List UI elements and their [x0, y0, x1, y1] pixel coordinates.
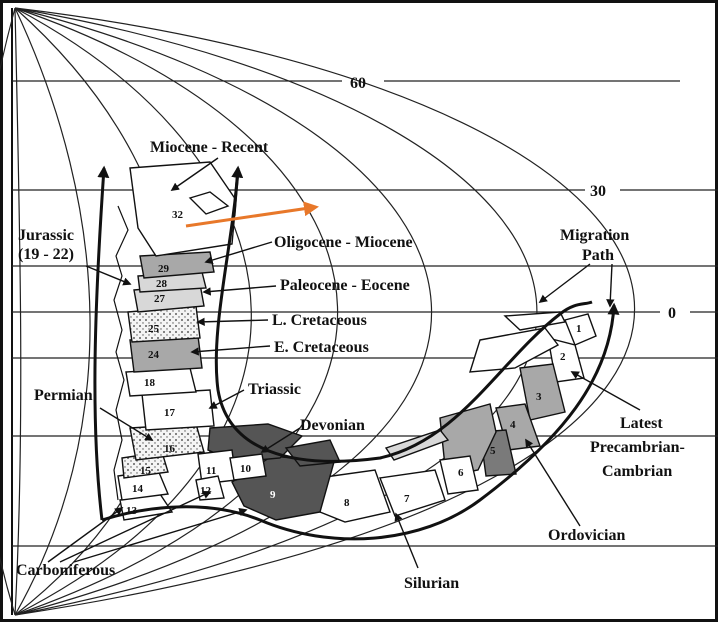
num-32: 32 — [172, 209, 184, 221]
num-28: 28 — [156, 278, 168, 290]
num-4: 4 — [510, 419, 516, 431]
label-silurian: Silurian — [404, 575, 459, 592]
num-18: 18 — [144, 377, 156, 389]
label-e-cretaceous: E. Cretaceous — [274, 339, 369, 356]
num-24: 24 — [148, 349, 160, 361]
latitude-label-30: 30 — [590, 183, 606, 200]
num-6: 6 — [458, 467, 464, 479]
label-cambrian: Cambrian — [602, 463, 672, 480]
latitude-label-0: 0 — [668, 305, 676, 322]
num-3: 3 — [536, 391, 542, 403]
num-17: 17 — [164, 407, 176, 419]
label-triassic: Triassic — [248, 381, 301, 398]
label-jurassic-range: (19 - 22) — [18, 246, 74, 263]
label-paleocene-eocene: Paleocene - Eocene — [280, 277, 410, 294]
latitude-label-60: 60 — [350, 75, 366, 92]
num-9: 9 — [270, 489, 276, 501]
num-29: 29 — [158, 263, 170, 275]
num-12: 12 — [200, 485, 212, 497]
num-2: 2 — [560, 351, 566, 363]
label-oligocene-miocene: Oligocene - Miocene — [274, 234, 413, 251]
label-l-cretaceous: L. Cretaceous — [272, 312, 367, 329]
label-permian: Permian — [34, 387, 93, 404]
num-5: 5 — [490, 445, 496, 457]
num-16: 16 — [164, 443, 176, 455]
label-ordovician: Ordovician — [548, 527, 625, 544]
num-1: 1 — [576, 323, 582, 335]
label-jurassic: Jurassic — [18, 227, 74, 244]
label-precambrian: Precambrian- — [590, 439, 685, 456]
label-miocene-recent: Miocene - Recent — [150, 139, 269, 156]
label-devonian: Devonian — [300, 417, 365, 434]
label-migration: Migration — [560, 227, 629, 244]
num-25: 25 — [148, 323, 160, 335]
num-13: 13 — [126, 505, 138, 517]
num-11: 11 — [206, 465, 216, 477]
label-path: Path — [582, 247, 614, 264]
num-8: 8 — [344, 497, 350, 509]
label-carboniferous: Carboniferous — [16, 562, 115, 579]
num-10: 10 — [240, 463, 252, 475]
num-7: 7 — [404, 493, 410, 505]
label-latest: Latest — [620, 415, 663, 432]
num-14: 14 — [132, 483, 144, 495]
num-15: 15 — [140, 465, 152, 477]
block-17 — [142, 390, 214, 430]
num-27: 27 — [154, 293, 166, 305]
